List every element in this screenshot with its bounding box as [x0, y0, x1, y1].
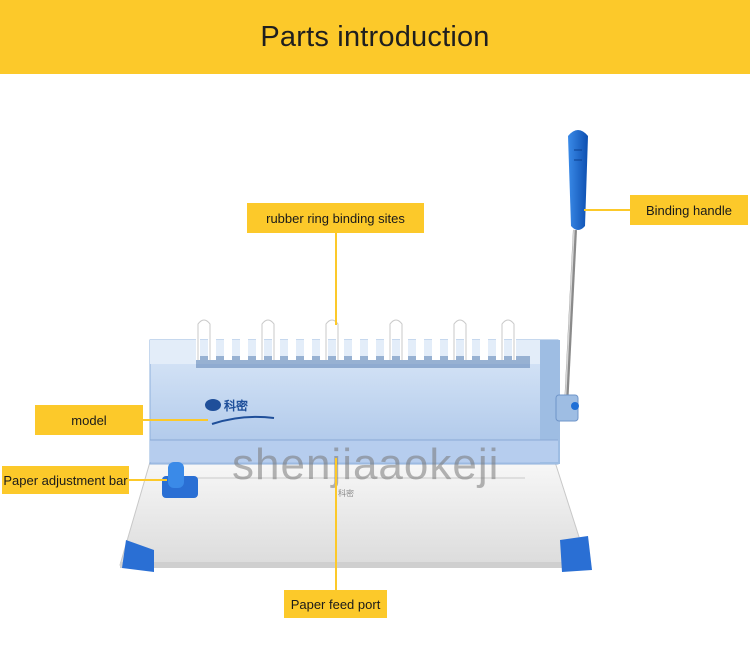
connector-model — [143, 419, 208, 421]
comb-fingers — [196, 318, 516, 360]
connector-paper-feed — [335, 458, 337, 590]
label-binding-handle: Binding handle — [630, 195, 748, 225]
page-title: Parts introduction — [260, 20, 490, 53]
label-paper-feed-port: Paper feed port — [284, 590, 387, 618]
watermark-text: shenjiaaokeji — [232, 440, 500, 489]
base-brand-text: 科密 — [338, 488, 354, 498]
handle-grip-icon — [568, 130, 588, 230]
title-banner: Parts introduction — [0, 0, 750, 74]
paper-adjustment-knob — [162, 462, 198, 498]
connector-binding-handle — [584, 209, 630, 211]
label-rubber-ring-binding-sites: rubber ring binding sites — [247, 203, 424, 233]
connector-paper-adjustment — [129, 479, 167, 481]
svg-text:科密: 科密 — [224, 398, 248, 413]
connector-rubber-ring — [335, 233, 337, 325]
label-model: model — [35, 405, 143, 435]
model-logo: 科密 — [205, 398, 275, 425]
label-paper-adjustment-bar: Paper adjustment bar — [2, 466, 129, 494]
